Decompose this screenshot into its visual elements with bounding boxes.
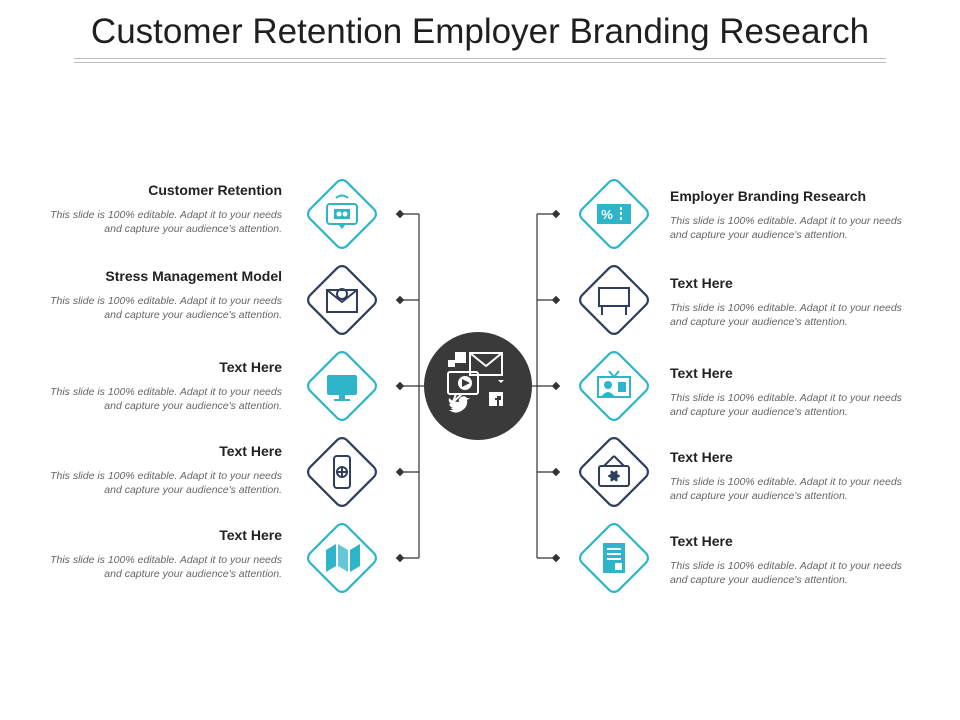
discount-board-icon: %	[597, 204, 631, 224]
connector-dot	[395, 381, 405, 391]
social-media-icon	[447, 352, 504, 413]
item-description: This slide is 100% editable. Adapt it to…	[670, 302, 902, 328]
right-node-4	[579, 437, 649, 507]
item-description: This slide is 100% editable. Adapt it to…	[50, 470, 282, 496]
monitor-icon	[327, 375, 357, 401]
right-node-3	[579, 351, 649, 421]
tablet-video-icon	[326, 194, 358, 229]
billboard-icon	[598, 287, 630, 315]
item-description: This slide is 100% editable. Adapt it to…	[50, 209, 282, 235]
svg-text:%: %	[601, 207, 613, 222]
item-heading: Text Here	[219, 527, 282, 543]
item-description: This slide is 100% editable. Adapt it to…	[670, 215, 902, 241]
item-description: This slide is 100% editable. Adapt it to…	[50, 554, 282, 580]
page-title: Customer Retention Employer Branding Res…	[90, 12, 870, 51]
connector-dot	[551, 295, 561, 305]
document-icon	[603, 543, 625, 573]
item-description: This slide is 100% editable. Adapt it to…	[50, 295, 282, 321]
right-node-1: %	[579, 179, 649, 249]
item-heading: Text Here	[670, 533, 733, 549]
connector-dot	[551, 553, 561, 563]
item-description: This slide is 100% editable. Adapt it to…	[670, 392, 902, 418]
item-description: This slide is 100% editable. Adapt it to…	[670, 560, 902, 586]
item-description: This slide is 100% editable. Adapt it to…	[670, 476, 902, 502]
left-node-3	[307, 351, 377, 421]
left-node-2	[307, 265, 377, 335]
item-heading: Text Here	[219, 443, 282, 459]
left-node-1	[307, 179, 377, 249]
connector-dot	[395, 295, 405, 305]
item-heading: Text Here	[670, 365, 733, 381]
connector-dot	[551, 467, 561, 477]
envelope-icon	[326, 288, 358, 313]
connector-dot	[395, 467, 405, 477]
connector-dot	[551, 209, 561, 219]
hanging-sign-icon	[598, 455, 630, 487]
item-heading: Text Here	[670, 275, 733, 291]
smartphone-globe-icon	[333, 455, 351, 489]
connector-dot	[395, 209, 405, 219]
hub-node	[424, 332, 532, 440]
brochure-icon	[326, 544, 360, 572]
connector-dot	[395, 553, 405, 563]
left-node-4	[307, 437, 377, 507]
title-rule-top	[74, 58, 886, 59]
item-heading: Employer Branding Research	[670, 188, 867, 204]
item-description: This slide is 100% editable. Adapt it to…	[50, 386, 282, 412]
tv-presenter-icon	[597, 370, 631, 398]
connector-dot	[551, 381, 561, 391]
right-node-5	[579, 523, 649, 593]
title-rule-bottom	[74, 62, 886, 63]
left-node-5	[307, 523, 377, 593]
item-heading: Customer Retention	[148, 182, 282, 198]
right-node-2	[579, 265, 649, 335]
item-heading: Stress Management Model	[105, 268, 282, 284]
item-heading: Text Here	[219, 359, 282, 375]
item-heading: Text Here	[670, 449, 733, 465]
